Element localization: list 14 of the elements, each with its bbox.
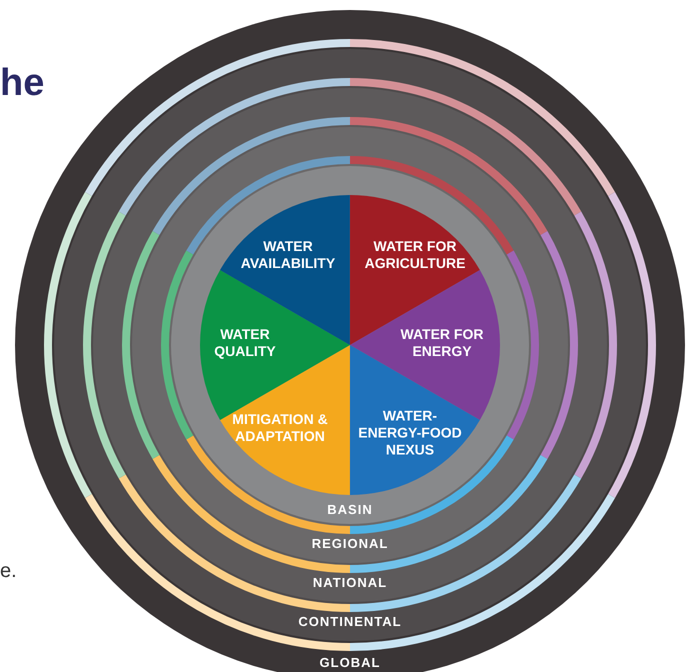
ring-label: GLOBAL (320, 656, 380, 670)
sector-label: WATER FOR ENERGY (400, 326, 484, 360)
ring-label: REGIONAL (312, 536, 388, 550)
ring-band (132, 127, 568, 563)
text-fragment: he (0, 62, 44, 105)
sector-label: WATER QUALITY (213, 326, 277, 360)
ring-label: NATIONAL (312, 576, 388, 590)
text-fragment: e. (0, 560, 17, 583)
sector-label: WATER AVAILABILITY (240, 238, 336, 272)
sector-label: WATER-ENERGY-FOOD NEXUS (357, 408, 463, 458)
sector-label: MITIGATION & ADAPTATION (231, 411, 329, 445)
ring-label: CONTINENTAL (298, 614, 402, 628)
sector-label: WATER FOR AGRICULTURE (364, 238, 466, 272)
ring-label: BASIN (327, 502, 373, 516)
